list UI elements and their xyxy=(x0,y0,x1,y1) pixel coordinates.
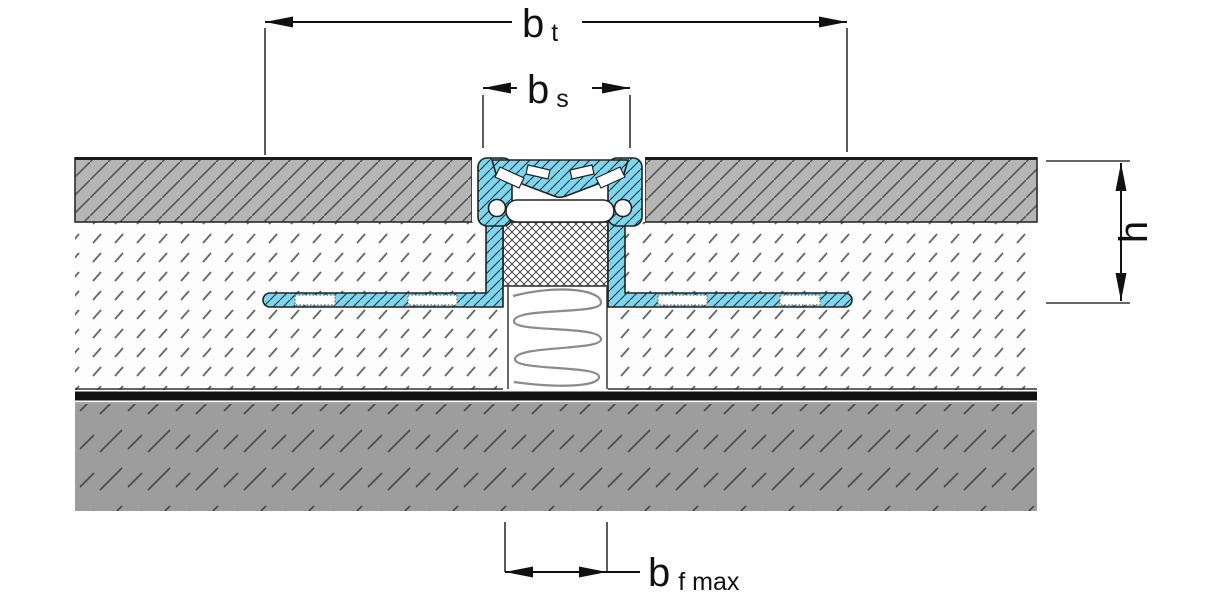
h-arrow-top xyxy=(1115,163,1127,191)
bt-arrow-right xyxy=(819,16,847,28)
bs-extension-lines xyxy=(482,95,631,148)
membrane-band xyxy=(75,391,1037,401)
bt-subscript: t xyxy=(551,19,558,47)
perforation-hole xyxy=(779,294,821,306)
membrane-layer xyxy=(75,388,1037,404)
joint-profile xyxy=(262,156,853,390)
bt-symbol: b xyxy=(522,2,544,46)
tile-left xyxy=(74,157,473,223)
right-hook-cavity xyxy=(613,198,633,218)
bf-extension-lines xyxy=(504,522,608,572)
tile-layer xyxy=(74,157,1038,223)
dimension-bf: b f max xyxy=(504,522,740,596)
foam-backing xyxy=(507,287,608,389)
h-label: h xyxy=(1112,221,1156,243)
bf-symbol: b xyxy=(648,551,670,595)
left-hook-cavity xyxy=(487,198,507,218)
bf-arrow-right xyxy=(579,566,607,578)
perforation-hole xyxy=(294,294,336,306)
right-wall-and-flange xyxy=(607,211,853,308)
movement-insert xyxy=(490,159,630,199)
h-arrow-bottom xyxy=(1115,273,1127,301)
insert-slot xyxy=(595,166,626,189)
perforation-hole xyxy=(657,294,708,306)
stadium-cavity xyxy=(505,199,615,223)
left-wall-and-flange xyxy=(262,211,504,308)
concrete-slab xyxy=(75,404,1037,511)
dimension-h: h xyxy=(1046,160,1156,304)
perforation-hole xyxy=(407,294,458,306)
insert-slot xyxy=(569,164,595,180)
top-insert-assembly xyxy=(477,157,643,227)
foam-serpentine xyxy=(512,288,603,387)
bs-symbol: b xyxy=(527,68,549,112)
insert-slot xyxy=(525,164,551,180)
bf-arrow-left xyxy=(505,566,533,578)
concrete-body xyxy=(75,404,1037,511)
bt-arrow-left xyxy=(265,16,293,28)
bs-arrow-right xyxy=(602,82,630,94)
insert-slot xyxy=(494,166,525,189)
bs-arrow-left xyxy=(483,82,511,94)
bt-extension-lines xyxy=(264,28,848,155)
tile-right xyxy=(644,157,1038,223)
bs-subscript: s xyxy=(556,85,569,113)
h-extension-lines xyxy=(1046,160,1130,304)
sealing-mesh xyxy=(502,221,609,287)
foam-boundary-lines xyxy=(507,287,608,389)
side-flanges xyxy=(262,211,853,308)
bf-label: b f max xyxy=(648,551,740,596)
bf-subscript: f max xyxy=(678,568,740,596)
